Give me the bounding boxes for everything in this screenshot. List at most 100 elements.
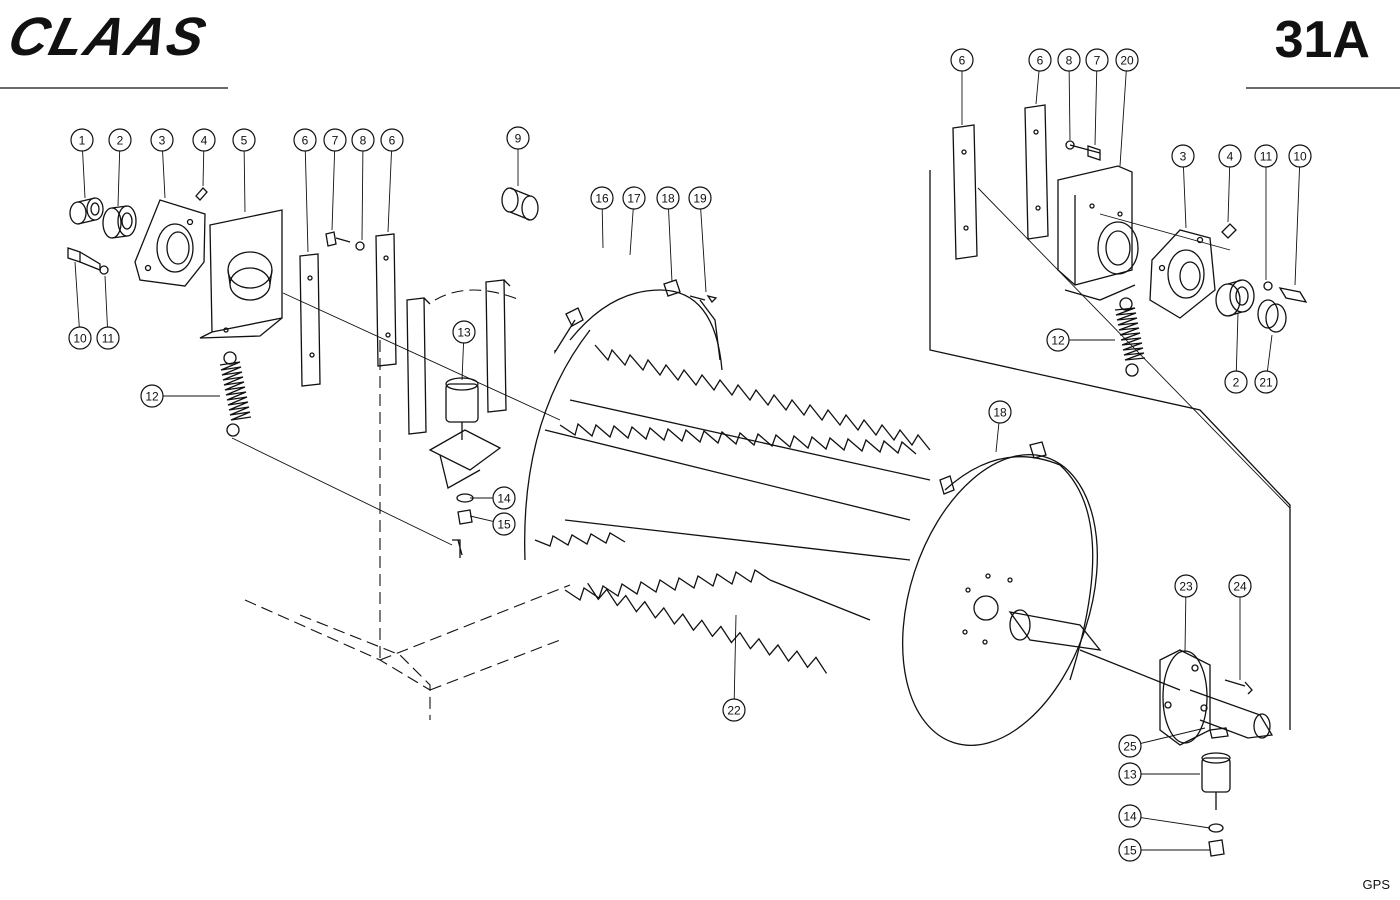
callout-circle	[232, 128, 256, 152]
callout-leader	[162, 150, 166, 199]
callout-label: 21	[1259, 376, 1273, 390]
callout-circle	[492, 512, 516, 536]
callout-leader	[1035, 70, 1040, 105]
dashed-frame-line-5	[429, 639, 561, 691]
callout-label: 11	[102, 332, 115, 346]
callout-circle	[1057, 48, 1081, 72]
callout-label: 12	[1051, 334, 1065, 348]
callout-circle	[70, 128, 94, 152]
callout-label: 6	[1037, 54, 1044, 68]
callout-38: 13	[1118, 762, 1200, 786]
callout-5: 5	[232, 128, 256, 213]
seal-ring-right	[1257, 299, 1287, 333]
callout-circle	[150, 128, 174, 152]
callout-label: 24	[1233, 580, 1247, 594]
callout-label: 18	[661, 192, 675, 206]
callout-leader	[304, 150, 309, 253]
callout-circle	[1115, 48, 1139, 72]
callout-leader	[1227, 166, 1231, 223]
callout-leader	[104, 275, 108, 328]
callout-label: 13	[457, 326, 471, 340]
callout-circle	[1228, 574, 1252, 598]
callout-label: 19	[693, 192, 707, 206]
callout-label: 7	[1094, 54, 1101, 68]
callout-8: 8	[351, 128, 375, 241]
callout-18: 17	[622, 186, 646, 256]
spring-part-right	[1114, 297, 1146, 377]
axis-line-right-2	[1099, 213, 1231, 251]
callout-33: 2	[1224, 312, 1248, 394]
bearing-plate-right	[1057, 165, 1139, 301]
callout-leader	[668, 208, 673, 283]
callout-circle	[1118, 838, 1142, 862]
callout-circle	[950, 48, 974, 72]
callout-20: 19	[688, 186, 712, 293]
callout-circle	[351, 128, 375, 152]
callout-circle	[1224, 370, 1248, 394]
strip-part-left	[299, 253, 321, 387]
callout-circle	[1118, 804, 1142, 828]
callout-3: 3	[150, 128, 174, 199]
callout-circle	[656, 186, 680, 210]
callout-circle	[1028, 48, 1052, 72]
callout-10: 9	[506, 126, 530, 186]
callout-label: 2	[117, 134, 124, 148]
callout-label: 10	[1293, 150, 1307, 164]
callout-leader	[387, 150, 392, 233]
rubber-bush-part-right	[1201, 752, 1231, 857]
mount-bracket	[428, 429, 502, 558]
callout-6: 6	[293, 128, 317, 253]
callout-28: 3	[1171, 144, 1195, 229]
callout-circle	[96, 326, 120, 350]
callout-label: 7	[332, 134, 339, 148]
callout-label: 22	[727, 704, 741, 718]
callout-40: 15	[1118, 838, 1210, 862]
callout-circle	[1085, 48, 1109, 72]
callout-circle	[1254, 370, 1278, 394]
guide-channels	[406, 279, 511, 435]
callout-leader	[1184, 596, 1187, 653]
callout-leader	[995, 422, 1000, 453]
callout-leader	[1140, 817, 1211, 829]
callout-label: 6	[959, 54, 966, 68]
callout-32: 12	[1046, 328, 1115, 352]
callout-circle	[1218, 144, 1242, 168]
bolt-part-right	[1065, 140, 1308, 303]
drawing-code: GPS	[1362, 877, 1390, 892]
callout-label: 18	[993, 406, 1007, 420]
callout-circle	[1118, 734, 1142, 758]
callout-15: 14	[470, 486, 516, 510]
callout-leader	[601, 208, 604, 249]
callout-leader	[243, 150, 246, 213]
callout-9: 6	[380, 128, 404, 233]
callout-label: 15	[497, 518, 511, 532]
callout-14: 13	[452, 320, 476, 381]
callout-36: 24	[1228, 574, 1252, 680]
callout-label: 8	[360, 134, 367, 148]
bearing-plate-part	[199, 209, 283, 339]
callout-label: 20	[1120, 54, 1134, 68]
callout-label: 10	[73, 332, 87, 346]
callout-leader	[361, 150, 364, 241]
toothed-rotor-drum	[524, 279, 931, 674]
callout-circle	[1171, 144, 1195, 168]
callout-leader	[1094, 70, 1098, 146]
callout-31: 10	[1288, 144, 1312, 286]
strip-part-center	[375, 233, 397, 367]
grease-nipple-part	[195, 187, 208, 201]
callout-circle	[1118, 762, 1142, 786]
callout-leader	[1235, 312, 1239, 372]
callout-leader	[1068, 70, 1071, 141]
callout-label: 15	[1123, 844, 1137, 858]
spring-part-left	[219, 351, 252, 437]
ball-bearing-right	[1215, 279, 1255, 317]
callout-13: 12	[140, 384, 220, 408]
dashed-frame-line-1	[244, 599, 431, 691]
callout-7: 7	[323, 128, 347, 231]
callout-circle	[192, 128, 216, 152]
callout-24: 6	[1028, 48, 1052, 105]
callout-37: 25	[1118, 727, 1206, 758]
callout-leader	[117, 150, 121, 207]
bolt-part-left	[67, 247, 109, 275]
